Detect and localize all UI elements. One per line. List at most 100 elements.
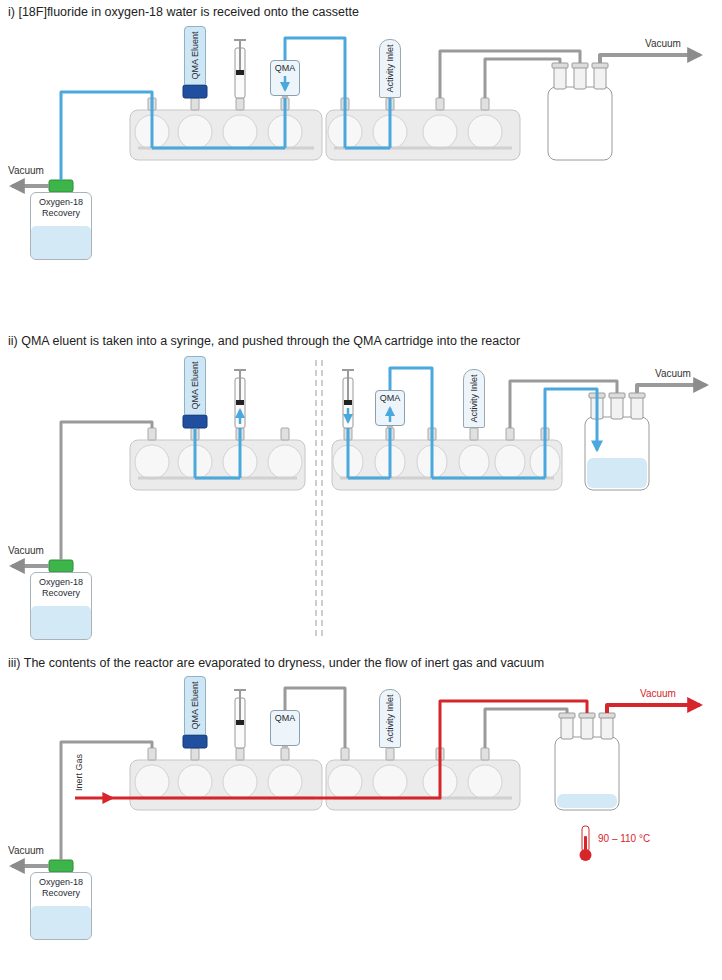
stopcock-valve <box>495 445 525 479</box>
stopcock-valve <box>468 765 502 799</box>
cassette-manifold <box>326 760 520 810</box>
luer-port <box>506 428 514 440</box>
step-heading-box: ii) QMA eluent is taken into a syringe, … <box>8 333 520 349</box>
luer-port <box>436 98 444 110</box>
vacuum-line <box>12 864 49 868</box>
syringe-rod <box>347 370 349 400</box>
qma-outlet <box>282 746 288 748</box>
step-divider <box>315 360 317 640</box>
reactor-neck <box>581 715 593 739</box>
luer-port <box>236 748 244 760</box>
eluent-vial: QMA Eluent <box>184 676 206 735</box>
luer-port <box>191 748 199 760</box>
recovery-bottle: Oxygen-18 Recovery <box>30 192 92 260</box>
step-heading-box: iii) The contents of the reactor are eva… <box>8 655 544 671</box>
manifold-channel <box>340 477 554 480</box>
step-heading: iii) The contents of the reactor are eva… <box>8 655 544 671</box>
inert-gas-line <box>75 797 112 800</box>
tubing <box>485 709 567 748</box>
cassette-manifold <box>332 440 562 490</box>
manifold-flow <box>152 147 285 150</box>
flow-arrow <box>239 410 242 424</box>
neck-cap <box>592 63 608 68</box>
reactor-liquid <box>587 458 647 488</box>
tubing <box>61 742 152 860</box>
vacuum-line <box>600 55 700 63</box>
neck-cap <box>609 393 625 398</box>
luer-port <box>341 748 349 760</box>
stopcock-valve <box>373 765 407 799</box>
luer-port <box>281 428 289 440</box>
activity-inlet-tube-label: Activity Inlet <box>385 44 396 92</box>
syringe-rod <box>239 40 241 70</box>
eluent-vial: QMA Eluent <box>184 26 206 85</box>
manifold-flow <box>195 477 240 480</box>
bottle-body <box>30 872 92 940</box>
manifold-flow <box>432 477 545 480</box>
step-divider <box>321 360 323 640</box>
stopcock-valve <box>459 445 489 479</box>
reactor-vessel <box>585 417 649 490</box>
luer-port <box>470 428 478 440</box>
neck-cap <box>559 713 575 718</box>
reactor-residue <box>557 794 617 808</box>
inert-gas-label: Inert Gas <box>74 753 85 790</box>
cassette-manifold <box>326 110 520 160</box>
qma-body <box>270 60 300 96</box>
tubing <box>61 92 152 180</box>
manifold-flow <box>345 147 390 150</box>
syringe-flange <box>234 39 246 41</box>
qma-cartridge: QMA <box>375 390 405 426</box>
bottle-body <box>30 572 92 640</box>
temperature-label-box: 90 – 110 °C <box>598 832 650 845</box>
port-flow <box>431 428 434 478</box>
port-flow <box>194 428 197 478</box>
luer-port <box>481 748 489 760</box>
luer-port <box>191 98 199 110</box>
stopcock-valve <box>178 115 212 149</box>
manifold-flow <box>348 477 390 480</box>
flow-arrow <box>347 408 350 422</box>
bottle-body <box>30 192 92 260</box>
flow-arrow <box>389 408 392 422</box>
syringe-plunger <box>236 720 244 725</box>
vial-cap <box>183 735 207 748</box>
luer-port <box>281 748 289 760</box>
luer-port <box>236 98 244 110</box>
port-flow <box>239 428 242 478</box>
activity-inlet-tube: Activity Inlet <box>463 369 485 428</box>
stopcock-valve <box>268 445 302 479</box>
cassette-manifold <box>130 110 322 160</box>
recovered-water <box>31 226 91 259</box>
vacuum-line <box>607 705 700 713</box>
syringe-flange <box>234 369 246 371</box>
vacuum-label-box: Vacuum <box>8 844 44 857</box>
eluent-vial-label: QMA Eluent <box>190 361 201 409</box>
cassette-manifold <box>130 760 322 810</box>
eluent-vial-label: QMA Eluent <box>190 31 201 79</box>
vacuum-label: Vacuum <box>655 367 691 380</box>
syringe-plunger <box>344 400 352 405</box>
vacuum-line <box>12 184 49 188</box>
neck-cap <box>599 713 615 718</box>
vacuum-label: Vacuum <box>640 687 676 700</box>
reactor-vessel <box>548 87 612 160</box>
reactor-neck <box>574 65 586 89</box>
vacuum-line <box>637 385 706 393</box>
recovery-bottle: Oxygen-18 Recovery <box>30 872 92 940</box>
port-flow <box>284 98 287 148</box>
bottle-cap <box>49 180 73 192</box>
port-flow <box>344 98 347 148</box>
syringe-rod <box>239 370 241 400</box>
vial-cap <box>183 415 207 428</box>
syringe-flange <box>342 369 354 371</box>
vacuum-label-box: Vacuum <box>645 37 681 50</box>
qma-outlet <box>387 426 393 428</box>
vacuum-line <box>12 564 49 568</box>
syringe-flange <box>234 689 246 691</box>
neck-cap <box>629 393 645 398</box>
port-flow <box>347 428 350 478</box>
vacuum-label: Vacuum <box>645 37 681 50</box>
port-flow <box>544 428 547 478</box>
